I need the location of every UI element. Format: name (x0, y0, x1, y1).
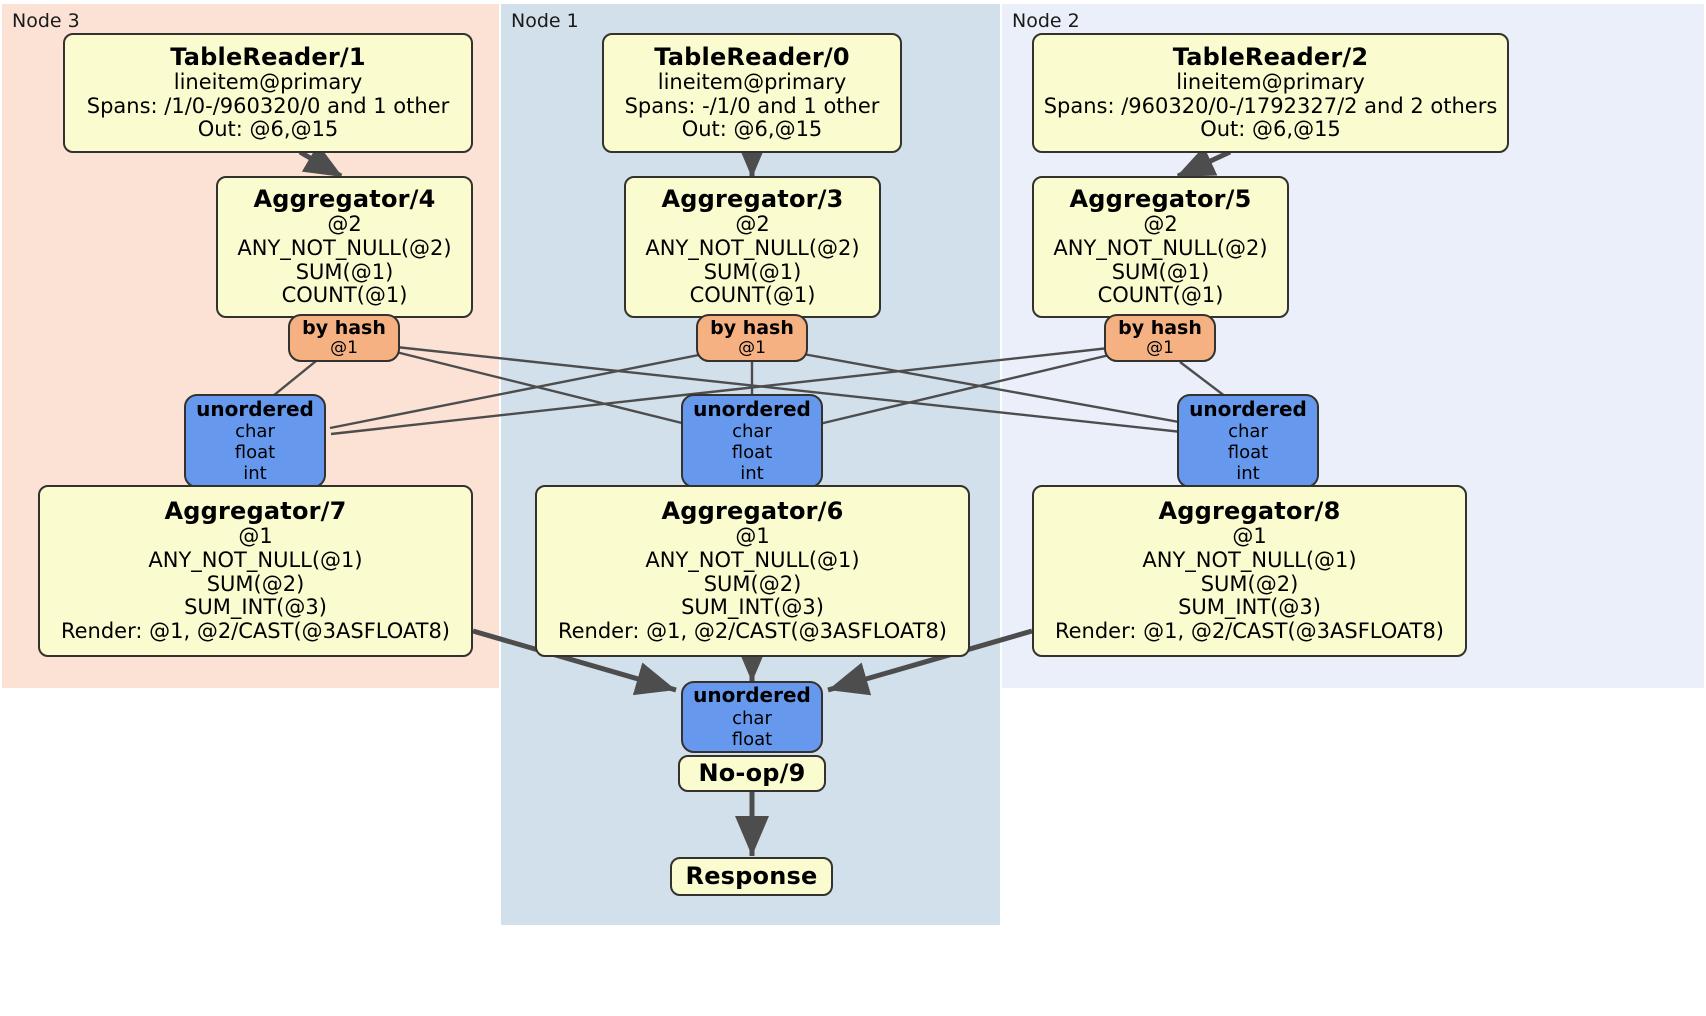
aggregator-8-agg-0: ANY_NOT_NULL(@1) (1142, 547, 1357, 572)
aggregator-7-box[interactable]: Aggregator/7 @1 ANY_NOT_NULL(@1) SUM(@2)… (38, 485, 473, 657)
table-reader-2-title: TableReader/2 (1172, 42, 1369, 71)
unordered-router-final-type-0: char (732, 707, 772, 729)
aggregator-5-agg-2: COUNT(@1) (1097, 283, 1224, 308)
hash-router-3-column: @1 (738, 338, 766, 359)
response-title: Response (685, 861, 818, 890)
aggregator-3-title: Aggregator/3 (661, 185, 844, 213)
aggregator-8-render: Render: @1, @2/CAST(@3ASFLOAT8) (1054, 619, 1445, 644)
aggregator-7-agg-0: ANY_NOT_NULL(@1) (148, 547, 363, 572)
table-reader-0-box[interactable]: TableReader/0 lineitem@primary Spans: -/… (602, 33, 902, 153)
aggregator-4-title: Aggregator/4 (253, 185, 436, 213)
aggregator-3-agg-0: ANY_NOT_NULL(@2) (645, 235, 860, 260)
aggregator-3-agg-1: SUM(@1) (703, 259, 802, 284)
hash-router-4[interactable]: by hash @1 (288, 314, 400, 362)
unordered-router-center-type-0: char (732, 421, 772, 443)
aggregator-8-box[interactable]: Aggregator/8 @1 ANY_NOT_NULL(@1) SUM(@2)… (1032, 485, 1467, 657)
hash-router-5-column: @1 (1146, 338, 1174, 359)
unordered-router-center[interactable]: unordered char float int (681, 394, 823, 488)
table-reader-0-out: Out: @6,@15 (681, 117, 823, 142)
aggregator-4-agg-1: SUM(@1) (295, 259, 394, 284)
table-reader-1-out: Out: @6,@15 (197, 117, 339, 142)
unordered-router-right-type-2: int (1236, 463, 1260, 485)
table-reader-2-out: Out: @6,@15 (1200, 117, 1341, 142)
aggregator-8-title: Aggregator/8 (1158, 497, 1341, 526)
aggregator-6-title: Aggregator/6 (661, 497, 844, 526)
aggregator-7-agg-2: SUM_INT(@3) (184, 595, 327, 620)
unordered-router-final-type-1: float (731, 728, 773, 750)
table-reader-1-spans: Spans: /1/0-/960320/0 and 1 other (86, 93, 450, 118)
table-reader-0-table: lineitem@primary (657, 69, 847, 94)
hash-router-4-column: @1 (330, 338, 358, 359)
aggregator-7-agg-1: SUM(@2) (206, 571, 305, 596)
aggregator-8-agg-1: SUM(@2) (1200, 571, 1299, 596)
unordered-router-right-type-0: char (1228, 421, 1268, 443)
aggregator-8-agg-2: SUM_INT(@3) (1178, 595, 1321, 620)
hash-router-4-title: by hash (302, 316, 386, 339)
aggregator-6-render: Render: @1, @2/CAST(@3ASFLOAT8) (557, 619, 948, 644)
unordered-router-center-type-2: int (740, 463, 764, 485)
aggregator-5-title: Aggregator/5 (1069, 185, 1252, 213)
aggregator-4-agg-2: COUNT(@1) (281, 283, 408, 308)
table-reader-2-box[interactable]: TableReader/2 lineitem@primary Spans: /9… (1032, 33, 1509, 153)
table-reader-1-table: lineitem@primary (173, 69, 363, 94)
unordered-router-right-type-1: float (1227, 442, 1269, 464)
hash-router-3-title: by hash (710, 316, 794, 339)
aggregator-5-box[interactable]: Aggregator/5 @2 ANY_NOT_NULL(@2) SUM(@1)… (1032, 176, 1289, 318)
aggregator-6-group: @1 (735, 524, 770, 549)
unordered-router-center-type-1: float (731, 442, 773, 464)
hash-router-5-title: by hash (1118, 316, 1202, 339)
aggregator-7-group: @1 (238, 524, 273, 549)
unordered-router-right[interactable]: unordered char float int (1177, 394, 1319, 488)
unordered-router-left[interactable]: unordered char float int (184, 394, 326, 488)
hash-router-3[interactable]: by hash @1 (696, 314, 808, 362)
aggregator-8-group: @1 (1232, 524, 1267, 549)
aggregator-7-render: Render: @1, @2/CAST(@3ASFLOAT8) (60, 619, 451, 644)
panel-node-1-label: Node 1 (511, 10, 579, 32)
aggregator-5-group: @2 (1143, 212, 1178, 237)
no-op-9-box[interactable]: No-op/9 (678, 755, 826, 792)
unordered-router-left-title: unordered (196, 396, 314, 421)
aggregator-3-box[interactable]: Aggregator/3 @2 ANY_NOT_NULL(@2) SUM(@1)… (624, 176, 881, 318)
aggregator-6-agg-1: SUM(@2) (703, 571, 802, 596)
unordered-router-right-title: unordered (1189, 396, 1307, 421)
table-reader-2-table: lineitem@primary (1176, 69, 1365, 94)
unordered-router-left-type-2: int (243, 463, 267, 485)
aggregator-4-box[interactable]: Aggregator/4 @2 ANY_NOT_NULL(@2) SUM(@1)… (216, 176, 473, 318)
unordered-router-final[interactable]: unordered char float (681, 681, 823, 753)
aggregator-4-group: @2 (327, 212, 362, 237)
response-box[interactable]: Response (670, 857, 833, 896)
table-reader-0-spans: Spans: -/1/0 and 1 other (624, 93, 880, 118)
panel-node-2-label: Node 2 (1012, 10, 1080, 32)
unordered-router-final-title: unordered (693, 683, 811, 708)
aggregator-7-title: Aggregator/7 (164, 497, 347, 526)
aggregator-5-agg-1: SUM(@1) (1111, 259, 1210, 284)
aggregator-6-agg-0: ANY_NOT_NULL(@1) (645, 547, 860, 572)
no-op-9-title: No-op/9 (698, 758, 806, 787)
panel-node-3-label: Node 3 (12, 10, 80, 32)
hash-router-5[interactable]: by hash @1 (1104, 314, 1216, 362)
aggregator-5-agg-0: ANY_NOT_NULL(@2) (1053, 235, 1268, 260)
table-reader-2-spans: Spans: /960320/0-/1792327/2 and 2 others (1043, 93, 1498, 118)
unordered-router-left-type-0: char (235, 421, 275, 443)
aggregator-3-group: @2 (735, 212, 770, 237)
aggregator-6-box[interactable]: Aggregator/6 @1 ANY_NOT_NULL(@1) SUM(@2)… (535, 485, 970, 657)
table-reader-1-box[interactable]: TableReader/1 lineitem@primary Spans: /1… (63, 33, 473, 153)
table-reader-1-title: TableReader/1 (170, 42, 366, 71)
table-reader-0-title: TableReader/0 (654, 42, 850, 71)
aggregator-4-agg-0: ANY_NOT_NULL(@2) (237, 235, 452, 260)
unordered-router-left-type-1: float (234, 442, 276, 464)
unordered-router-center-title: unordered (693, 396, 811, 421)
aggregator-6-agg-2: SUM_INT(@3) (681, 595, 824, 620)
aggregator-3-agg-2: COUNT(@1) (689, 283, 816, 308)
